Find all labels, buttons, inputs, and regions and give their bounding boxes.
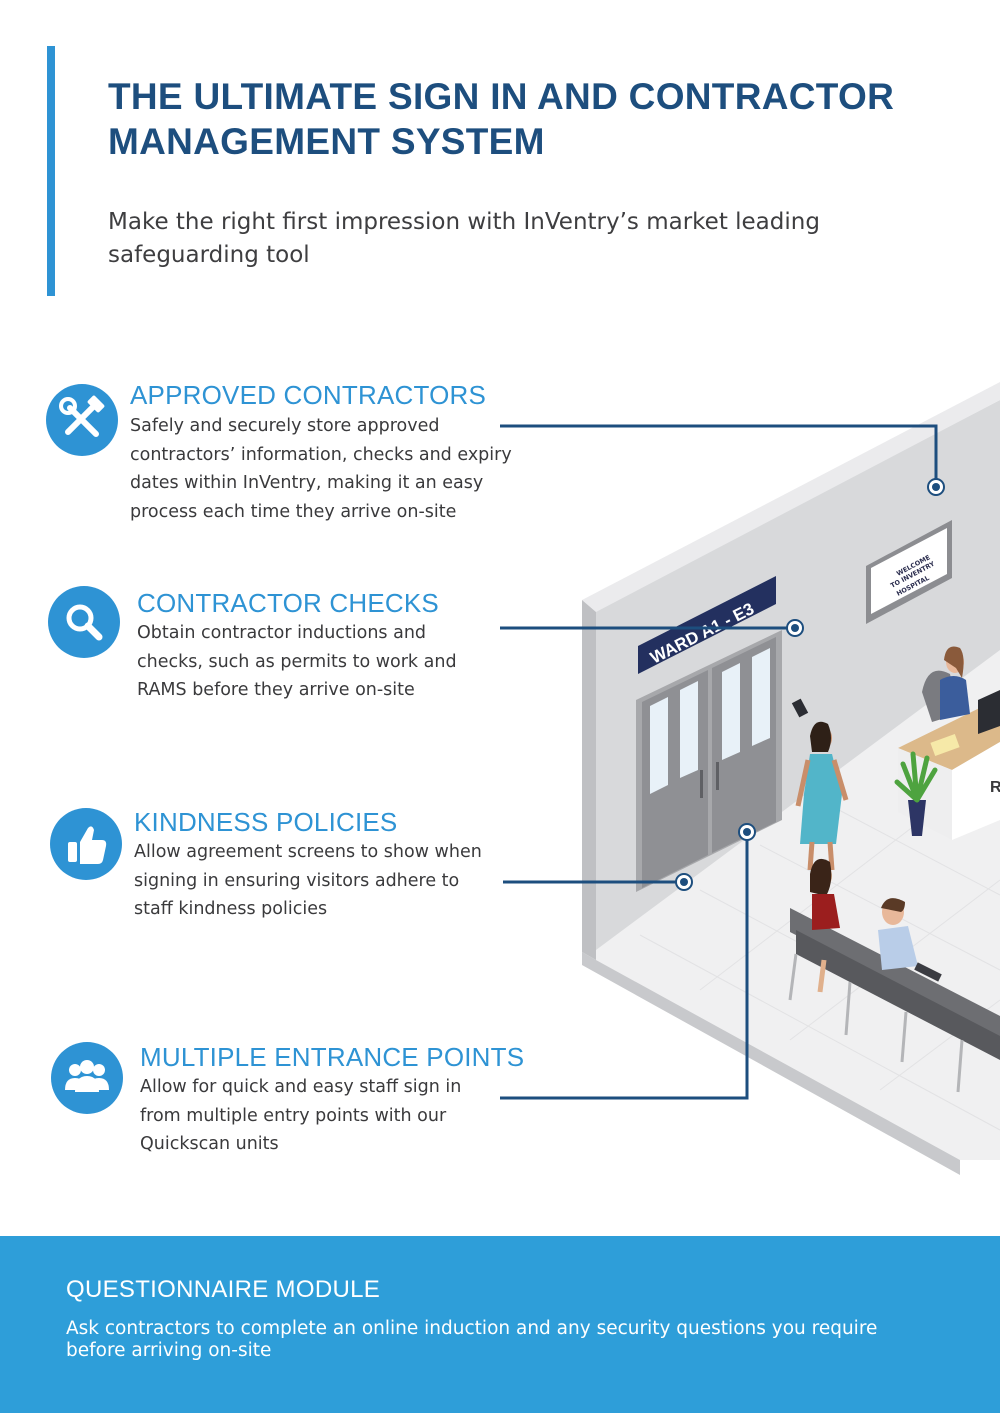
banner-text: Ask contractors to complete an online in…: [66, 1318, 878, 1361]
feature-text: Obtain contractor inductions and checks,…: [137, 623, 457, 700]
page-title: THE ULTIMATE SIGN IN AND CONTRACTOR MANA…: [108, 74, 968, 164]
connector-dots: [675, 478, 945, 891]
search-icon: [48, 586, 120, 658]
page-subtitle: Make the right first impression with InV…: [108, 209, 820, 268]
waiting-chairs: [788, 908, 1000, 1093]
left-wall-edge: [582, 600, 596, 960]
ward-sign: [638, 576, 776, 674]
monitor: [978, 690, 1000, 734]
feature-title: KINDNESS POLICIES: [134, 807, 398, 837]
desk-letter: R: [990, 779, 1000, 796]
accent-bar: [47, 46, 55, 296]
hospital-reception-illustration: WARD A1 - E3 WELCOME TO INVENTRY HOSPITA…: [500, 382, 1000, 1175]
feature-title: MULTIPLE ENTRANCE POINTS: [140, 1042, 525, 1072]
visitor-man-seated: [878, 898, 942, 982]
feature-text: Safely and securely store approved contr…: [130, 416, 512, 522]
group-icon: [51, 1042, 123, 1114]
feature-title: CONTRACTOR CHECKS: [137, 588, 439, 618]
page-title-line-2: MANAGEMENT SYSTEM: [108, 121, 545, 162]
plant: [894, 751, 938, 836]
feature-title: APPROVED CONTRACTORS: [130, 380, 487, 410]
wall-top-edge: [582, 382, 1000, 612]
visitor-woman-seated: [810, 858, 840, 993]
reception-desk-top: [898, 698, 1000, 770]
feature-text: Allow for quick and easy staff sign in f…: [140, 1077, 462, 1154]
connector-lines: [500, 424, 938, 1100]
visitor-woman-standing: [795, 721, 849, 871]
receptionist: [922, 646, 970, 722]
feature-text: Allow agreement screens to show when sig…: [134, 842, 482, 919]
page-title-line-1: THE ULTIMATE SIGN IN AND CONTRACTOR: [108, 76, 895, 117]
floor-front-edge: [582, 952, 960, 1175]
thumbs-up-icon: [50, 808, 122, 880]
reception-desk-front: [952, 742, 1000, 840]
questionnaire-banner: QUESTIONNAIRE MODULE Ask contractors to …: [0, 1236, 1000, 1413]
tools-icon: [46, 384, 118, 456]
banner-title: QUESTIONNAIRE MODULE: [66, 1276, 381, 1303]
